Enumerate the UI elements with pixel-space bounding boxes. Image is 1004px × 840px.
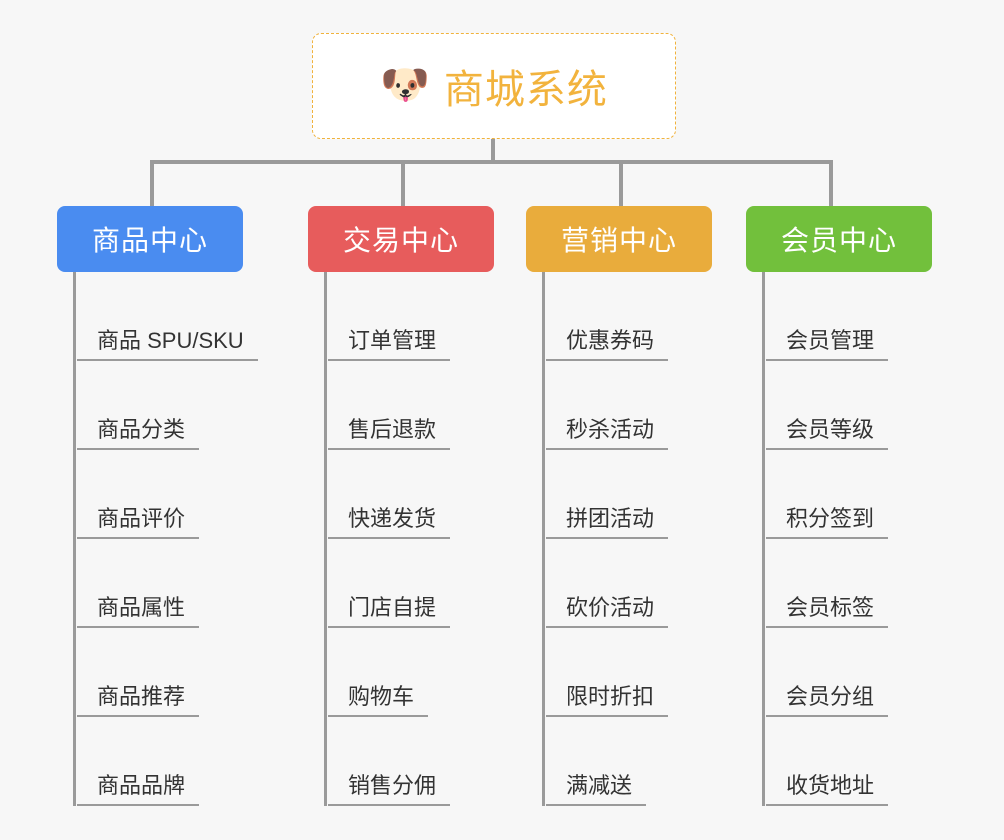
- leaf-label: 商品评价: [77, 506, 200, 539]
- leaf-label: 商品推荐: [77, 684, 200, 717]
- connector-drop-1: [150, 160, 154, 208]
- leaf-label: 快递发货: [328, 506, 451, 539]
- root-node-label: 商城系统: [443, 68, 608, 112]
- column-header-trade-center[interactable]: 交易中心: [308, 206, 494, 272]
- list-item[interactable]: 会员分组: [766, 628, 932, 717]
- leaf-label: 售后退款: [328, 417, 451, 450]
- leaf-list-trade-center: 订单管理 售后退款 快递发货 门店自提 购物车 销售分佣: [324, 272, 494, 806]
- list-item[interactable]: 会员标签: [766, 539, 932, 628]
- leaf-label: 商品 SPU/SKU: [77, 328, 258, 361]
- leaf-label: 购物车: [328, 684, 429, 717]
- list-item[interactable]: 积分签到: [766, 450, 932, 539]
- connector-drop-3: [619, 160, 623, 208]
- leaf-list-product-center: 商品 SPU/SKU 商品分类 商品评价 商品属性 商品推荐 商品品牌: [73, 272, 258, 806]
- leaf-label: 秒杀活动: [546, 417, 669, 450]
- leaf-label: 商品属性: [77, 595, 200, 628]
- list-item[interactable]: 商品分类: [77, 361, 243, 450]
- leaf-list-member-center: 会员管理 会员等级 积分签到 会员标签 会员分组 收货地址: [762, 272, 932, 806]
- leaf-label: 商品品牌: [77, 773, 200, 806]
- column-marketing-center: 营销中心 优惠券码 秒杀活动 拼团活动 砍价活动 限时折扣 满减送: [526, 206, 712, 806]
- leaf-label: 积分签到: [766, 506, 889, 539]
- leaf-label: 订单管理: [328, 328, 451, 361]
- leaf-label: 优惠券码: [546, 328, 669, 361]
- connector-horizontal-bus: [150, 160, 833, 164]
- list-item[interactable]: 商品属性: [77, 539, 243, 628]
- connector-root-stem: [491, 139, 495, 163]
- leaf-label: 收货地址: [766, 773, 889, 806]
- dog-face-icon: 🐶: [380, 63, 430, 107]
- connector-drop-4: [829, 160, 833, 208]
- list-item[interactable]: 砍价活动: [546, 539, 712, 628]
- leaf-label: 会员管理: [766, 328, 889, 361]
- column-member-center: 会员中心 会员管理 会员等级 积分签到 会员标签 会员分组 收货地址: [746, 206, 932, 806]
- leaf-label: 会员标签: [766, 595, 889, 628]
- list-item[interactable]: 会员管理: [766, 272, 932, 361]
- root-node[interactable]: 🐶 商城系统: [312, 33, 676, 139]
- list-item[interactable]: 秒杀活动: [546, 361, 712, 450]
- column-header-product-center[interactable]: 商品中心: [57, 206, 243, 272]
- list-item[interactable]: 商品评价: [77, 450, 243, 539]
- connector-drop-2: [401, 160, 405, 208]
- leaf-label: 满减送: [546, 773, 647, 806]
- column-product-center: 商品中心 商品 SPU/SKU 商品分类 商品评价 商品属性 商品推荐 商品品牌: [57, 206, 258, 806]
- list-item[interactable]: 销售分佣: [328, 717, 494, 806]
- column-header-marketing-center[interactable]: 营销中心: [526, 206, 712, 272]
- list-item[interactable]: 收货地址: [766, 717, 932, 806]
- list-item[interactable]: 限时折扣: [546, 628, 712, 717]
- list-item[interactable]: 订单管理: [328, 272, 494, 361]
- list-item[interactable]: 商品 SPU/SKU: [77, 272, 258, 361]
- list-item[interactable]: 商品推荐: [77, 628, 243, 717]
- list-item[interactable]: 会员等级: [766, 361, 932, 450]
- leaf-list-marketing-center: 优惠券码 秒杀活动 拼团活动 砍价活动 限时折扣 满减送: [542, 272, 712, 806]
- list-item[interactable]: 满减送: [546, 717, 712, 806]
- list-item[interactable]: 快递发货: [328, 450, 494, 539]
- list-item[interactable]: 优惠券码: [546, 272, 712, 361]
- leaf-label: 限时折扣: [546, 684, 669, 717]
- list-item[interactable]: 商品品牌: [77, 717, 243, 806]
- leaf-label: 会员等级: [766, 417, 889, 450]
- list-item[interactable]: 门店自提: [328, 539, 494, 628]
- column-header-member-center[interactable]: 会员中心: [746, 206, 932, 272]
- list-item[interactable]: 售后退款: [328, 361, 494, 450]
- leaf-label: 砍价活动: [546, 595, 669, 628]
- column-trade-center: 交易中心 订单管理 售后退款 快递发货 门店自提 购物车 销售分佣: [308, 206, 494, 806]
- list-item[interactable]: 拼团活动: [546, 450, 712, 539]
- leaf-label: 商品分类: [77, 417, 200, 450]
- list-item[interactable]: 购物车: [328, 628, 494, 717]
- leaf-label: 会员分组: [766, 684, 889, 717]
- leaf-label: 拼团活动: [546, 506, 669, 539]
- leaf-label: 销售分佣: [328, 773, 451, 806]
- leaf-label: 门店自提: [328, 595, 451, 628]
